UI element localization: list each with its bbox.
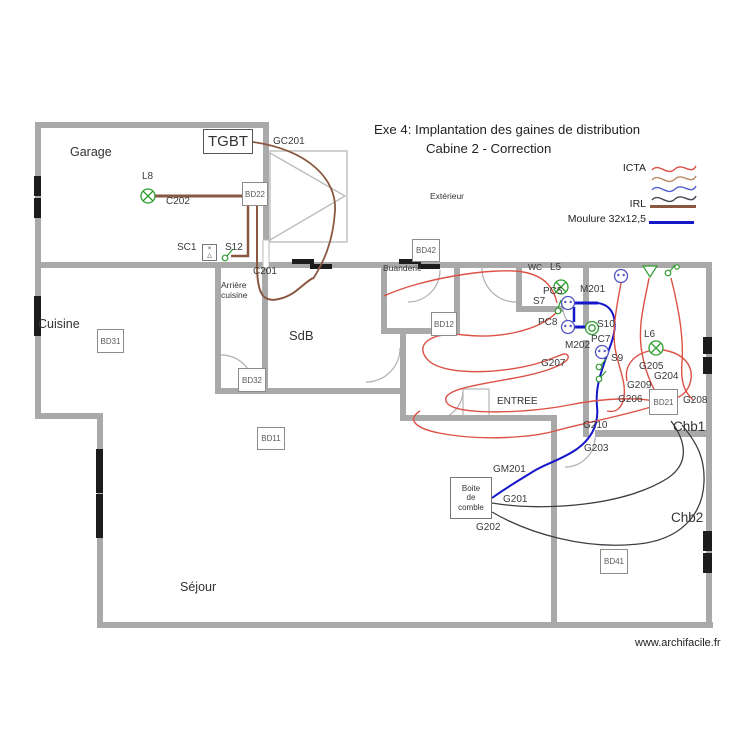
socket-icon-chb1: [613, 268, 629, 284]
symbols-layer: [140, 188, 680, 383]
tgbt-box: TGBT: [203, 129, 253, 154]
room-label-chb1: Chb1: [673, 419, 706, 434]
moulure-legend-line-icon: [649, 221, 694, 224]
gaine-wire-g201: [491, 420, 684, 508]
socket-icon-pc5: [560, 295, 576, 311]
wire-label-m201: M201: [580, 284, 606, 295]
wire-label-s10: S10: [597, 319, 615, 330]
icta-wire-7: [625, 350, 650, 382]
room-label-sejour: Séjour: [180, 580, 217, 594]
room-label-entree: ENTREE: [497, 396, 538, 407]
junction-box-bd12: BD12: [431, 312, 457, 336]
room-label-cuisine: Cuisine: [38, 317, 80, 331]
lamp-icon-l5: [553, 279, 569, 295]
garage-door-porch: [269, 150, 348, 243]
wire-label-g210: G210: [583, 420, 608, 431]
walls-layer: [35, 122, 713, 628]
switch-icon-s7: [554, 299, 562, 315]
room-label-arriere-cuisine: Arrière cuisine: [221, 280, 248, 300]
legend-icta-label: ICTA: [622, 162, 646, 174]
legend-moulure-label: Moulure 32x12,5: [567, 213, 646, 225]
switch-icon-s10: [584, 320, 600, 336]
moulure-wire-gm201: [491, 302, 616, 499]
junction-box-bd42: BD42: [412, 239, 440, 262]
lamp-icon-l6: [648, 340, 664, 356]
icta-wire-8: [413, 406, 652, 439]
socket-icon-pc8: [560, 319, 576, 335]
wire-label-l5: L5: [550, 262, 562, 273]
wire-label-g209: G209: [627, 380, 652, 391]
wire-label-l8: L8: [142, 171, 154, 182]
lamp-icon-l8: [140, 188, 156, 204]
wire-label-s7: S7: [533, 296, 546, 307]
switch-icon-s9: [595, 358, 607, 383]
room-label-exterieur: Extérieur: [430, 191, 465, 201]
boite-de-comble-box: Boite de comble: [450, 477, 492, 519]
irl-wire-c201: [256, 206, 314, 301]
junction-box-bd32: BD32: [238, 368, 266, 392]
wire-label-g202: G202: [476, 522, 501, 533]
watermark: www.archifacile.fr: [635, 637, 721, 649]
plan-title-line2: Cabine 2 - Correction: [426, 141, 552, 156]
irl-wire-gc201: [252, 141, 336, 280]
switch-icon-s12: [221, 248, 234, 262]
icta-wire-3: [606, 282, 626, 413]
wire-label-m202: M202: [565, 340, 591, 351]
gaine-wire-g202: [491, 424, 705, 546]
wire-label-pc8: PC8: [538, 317, 558, 328]
room-label-wc: WC: [528, 262, 543, 272]
icta-wire-5: [670, 277, 694, 401]
wire-label-g203: G203: [584, 443, 609, 454]
irl-legend-line-icon: [650, 205, 696, 208]
wire-label-gm201: GM201: [493, 464, 526, 475]
junction-box-bd11: BD11: [257, 427, 285, 450]
icta-legend-waves-icon: [651, 165, 697, 203]
junction-box-bd41: BD41: [600, 549, 628, 574]
irl-wires: [155, 141, 336, 301]
junction-box-bd31: BD31: [97, 329, 124, 353]
wire-label-pc7: PC7: [591, 334, 611, 345]
wire-label-g201: G201: [503, 494, 528, 505]
wire-label-g206: G206: [618, 394, 643, 405]
junction-box-bd22: BD22: [242, 182, 268, 206]
moulure-wires: [491, 301, 616, 499]
wire-label-c201: C201: [253, 266, 277, 277]
room-label-garage: Garage: [70, 145, 112, 159]
junction-box-bd21: BD21: [649, 389, 678, 415]
gaine-wires: [491, 420, 705, 546]
windows-layer: [34, 176, 712, 573]
switch-icon-chb1-top: [664, 264, 680, 277]
icta-wire-1: [383, 270, 558, 304]
wire-label-s9: S9: [611, 353, 624, 364]
room-label-chb2: Chb2: [671, 510, 704, 525]
wire-label-c202: C202: [166, 196, 190, 207]
wire-label-g208: G208: [683, 395, 708, 406]
room-label-buanderie: Buanderie: [383, 263, 422, 273]
irl-wire-s12: [231, 206, 250, 258]
socket-icon-pc7: [594, 344, 610, 360]
wire-label-sc1: SC1: [177, 242, 197, 253]
wire-label-g207: G207: [541, 358, 566, 369]
wire-label-pc5: PC5: [543, 286, 563, 297]
wall-light-icon: [641, 265, 659, 279]
plan-title-line1: Exe 4: Implantation des gaines de distri…: [374, 122, 641, 137]
wire-label-g205: G205: [639, 361, 664, 372]
wire-label-s12: S12: [225, 242, 243, 253]
legend-irl-label: IRL: [629, 198, 646, 210]
room-label-sdb: SdB: [289, 328, 314, 343]
wire-label-gc201: GC201: [273, 136, 305, 147]
wire-label-g204: G204: [654, 371, 679, 382]
sonnette-symbol-box: × △: [202, 244, 217, 261]
wire-label-l6: L6: [644, 329, 656, 340]
